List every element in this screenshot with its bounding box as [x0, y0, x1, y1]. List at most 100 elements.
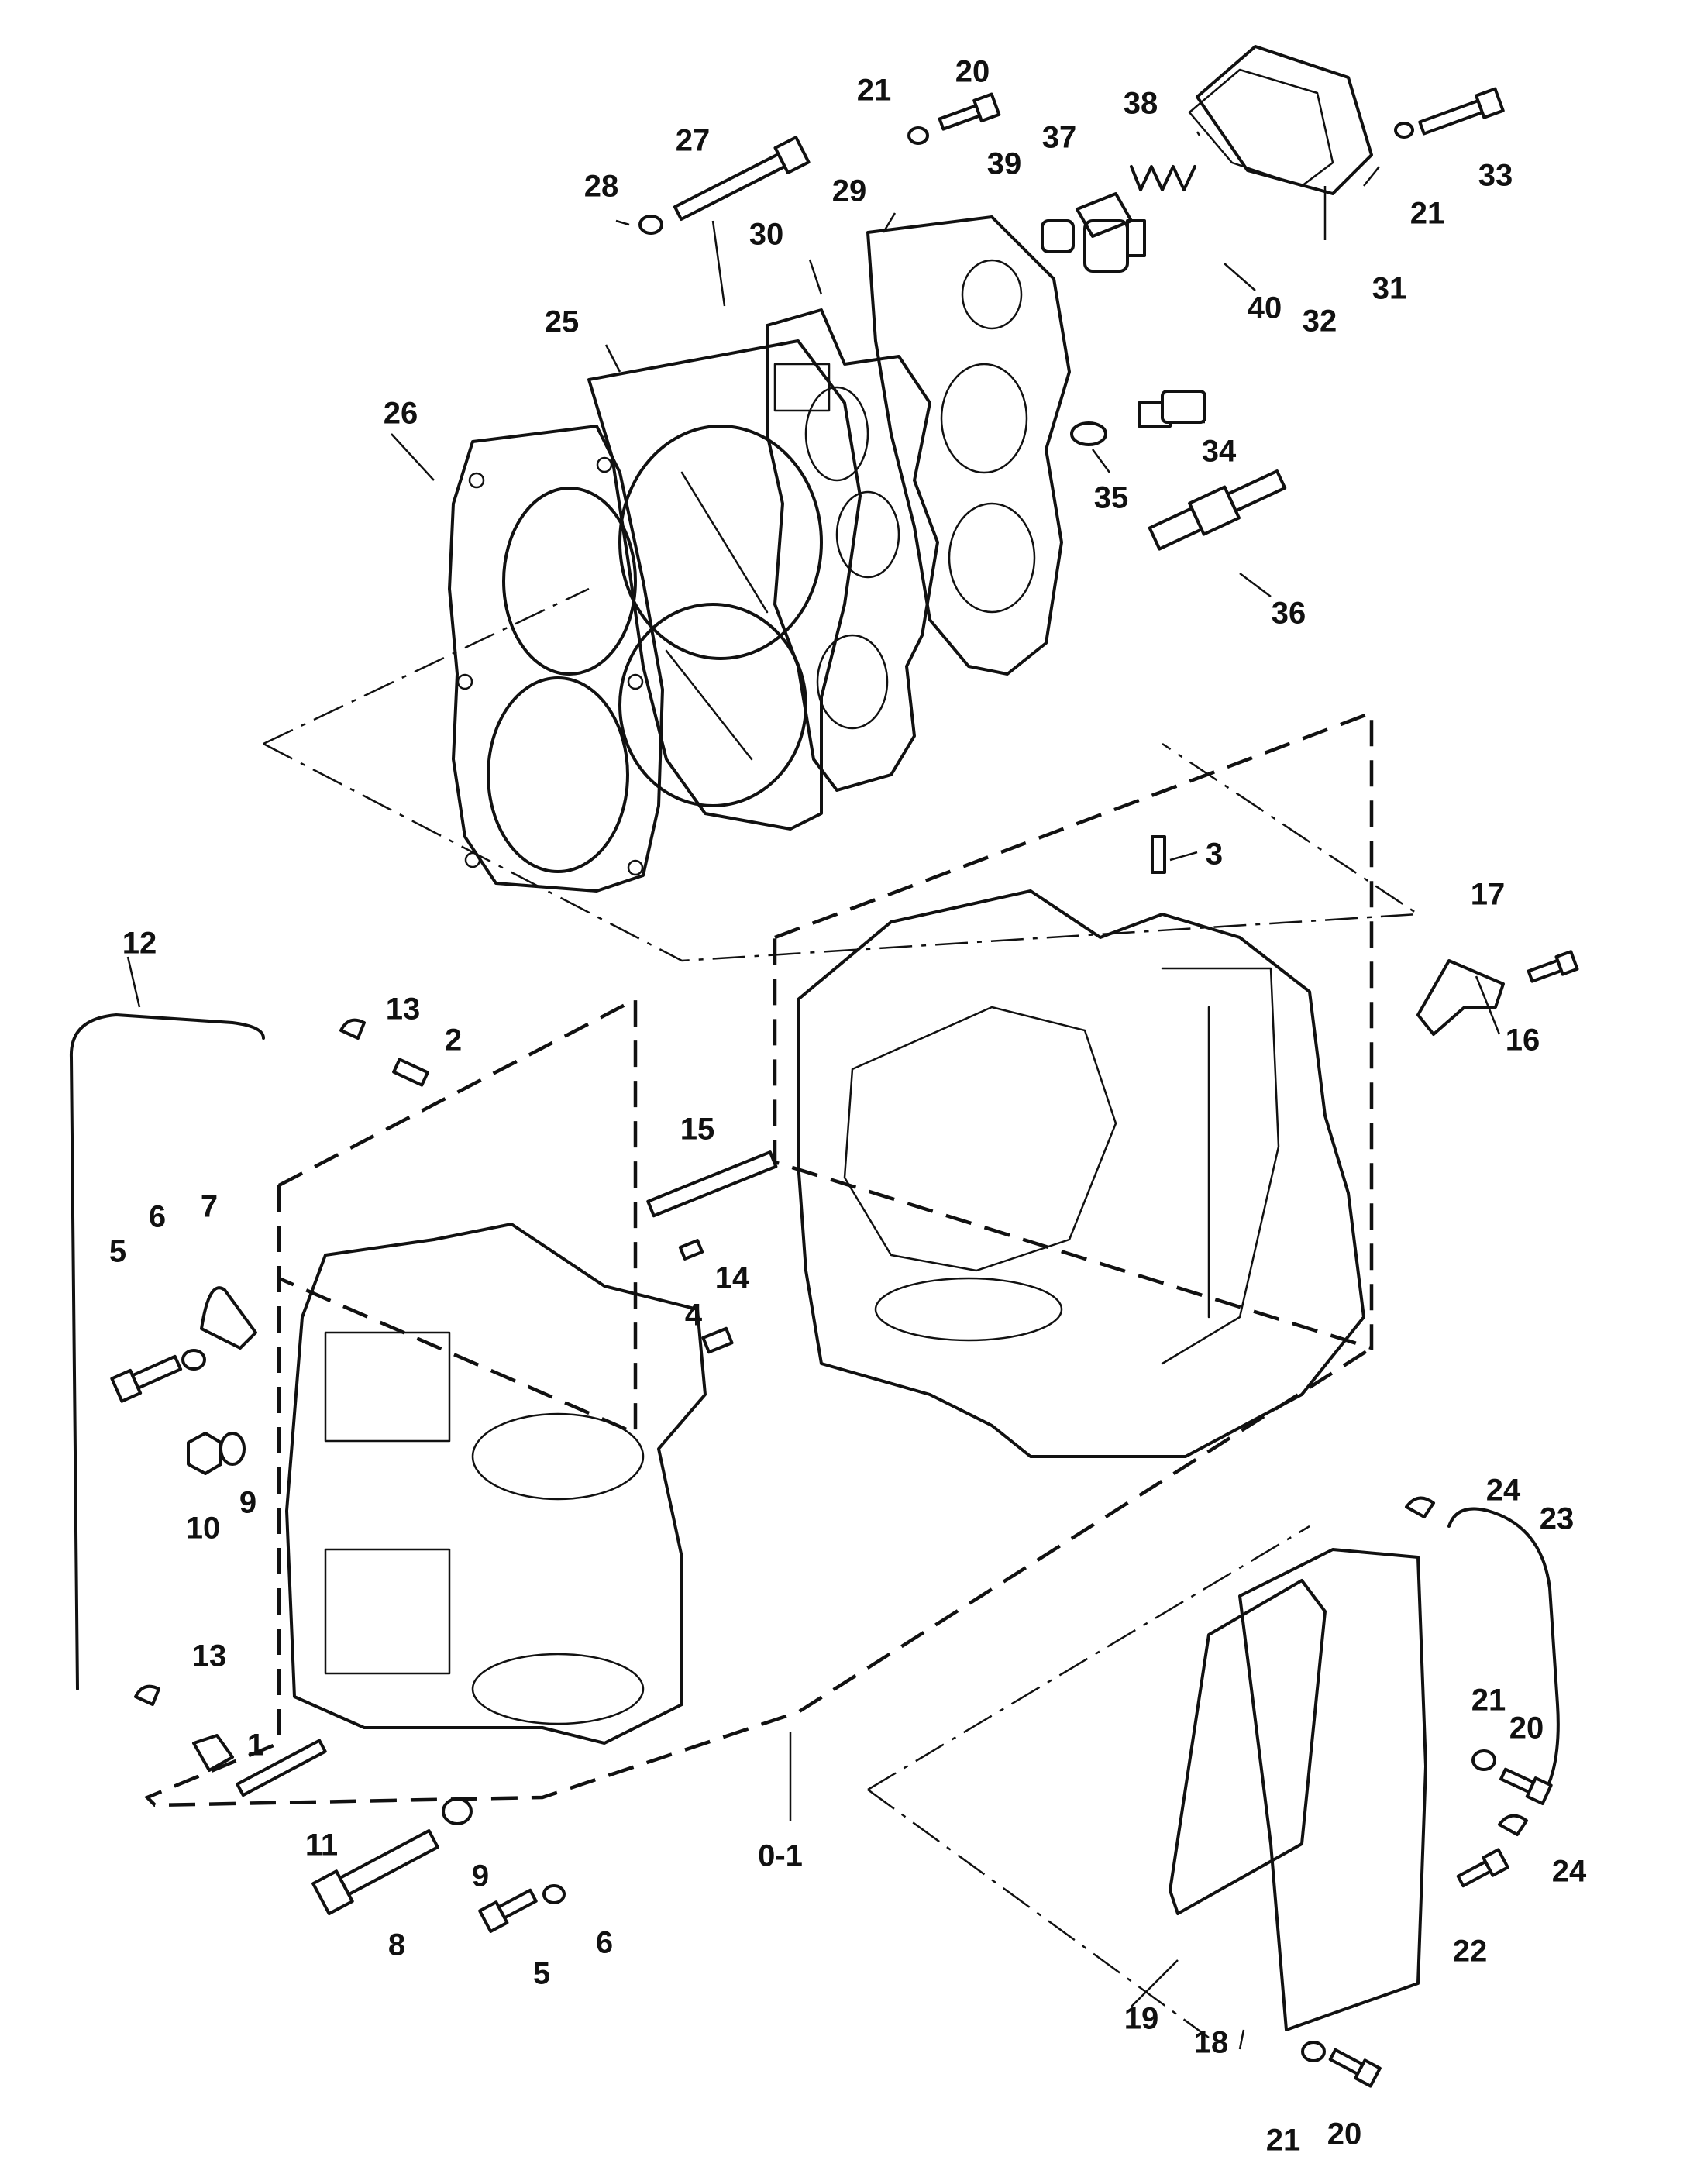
screw: [1418, 87, 1505, 136]
water-jacket-gasket: [766, 308, 939, 792]
callout-40: 40: [1248, 291, 1282, 325]
dowel-pin: [1151, 835, 1166, 874]
thermostat-assembly: [1041, 45, 1373, 273]
callout-0-1: 0-1: [758, 1839, 803, 1873]
callout-2: 2: [445, 1023, 462, 1058]
hose-clamp: [339, 1018, 366, 1040]
thermostat-cover: [1196, 45, 1373, 195]
callout-37: 37: [1042, 121, 1077, 155]
callout-13b: 13: [192, 1639, 227, 1673]
washer: [181, 1349, 206, 1371]
callout-30: 30: [749, 218, 784, 252]
crankcase-cover: [797, 889, 1365, 1458]
stud: [646, 1150, 778, 1218]
callout-39: 39: [987, 147, 1022, 181]
drain-plug: [1138, 390, 1206, 428]
poppet-plug: [1083, 219, 1129, 273]
callout-24a: 24: [1486, 1474, 1521, 1508]
callout-36: 36: [1272, 597, 1306, 631]
screw: [938, 92, 1001, 131]
callout-34: 34: [1202, 435, 1237, 469]
crankcase-block: [285, 1223, 707, 1745]
stud: [236, 1739, 327, 1797]
callout-6a: 6: [149, 1200, 166, 1234]
callout-20a: 20: [955, 55, 990, 89]
thermostat-gasket: [1188, 68, 1334, 187]
callout-6b: 6: [596, 1926, 613, 1960]
clamp: [200, 1286, 257, 1350]
callout-27: 27: [676, 124, 711, 158]
callout-12: 12: [122, 927, 157, 961]
screw: [1499, 1767, 1553, 1805]
washer: [1301, 2041, 1326, 2062]
cylinder-head-gasket: [448, 425, 664, 893]
cylinder-block: [587, 339, 862, 831]
callout-9b: 9: [472, 1859, 489, 1893]
callout-3: 3: [1206, 837, 1223, 872]
dowel-pin: [392, 1058, 429, 1087]
bolt: [311, 1829, 439, 1916]
spark-plug: [1148, 469, 1287, 551]
screw: [1328, 2048, 1382, 2088]
water-hose: [1447, 1507, 1560, 1799]
callout-labels: 1 2 3 4 5 5 6 6 7 8 9 9 10 11 12 13 13 1…: [109, 55, 1587, 2158]
callout-20b: 20: [1509, 1711, 1544, 1745]
washer: [442, 1797, 473, 1825]
callout-29: 29: [832, 174, 867, 208]
top-fasteners: [638, 87, 1505, 551]
callout-32: 32: [1303, 304, 1337, 339]
hose-clamp: [134, 1684, 160, 1706]
thermostat-seal: [1041, 219, 1075, 253]
screw: [478, 1888, 538, 1933]
dowel-pin: [701, 1326, 734, 1354]
nut: [187, 1432, 222, 1475]
assembly-boundary-lines: [144, 587, 1421, 2039]
callout-31: 31: [1372, 272, 1407, 306]
callout-22: 22: [1453, 1935, 1488, 1969]
bracket: [1416, 959, 1505, 1036]
cylinder-head-cover: [866, 215, 1071, 676]
callout-38: 38: [1124, 87, 1158, 121]
callout-21a: 21: [857, 74, 892, 108]
callout-21b: 21: [1410, 197, 1445, 231]
head-bolt: [673, 136, 811, 222]
callout-7: 7: [201, 1190, 218, 1224]
exhaust-gasket: [1169, 1579, 1327, 1915]
callout-11: 11: [305, 1828, 338, 1862]
fitting: [678, 1239, 704, 1261]
callout-9a: 9: [239, 1486, 256, 1520]
lower-fasteners: [69, 835, 1579, 2088]
washer: [638, 215, 663, 235]
callout-28: 28: [584, 170, 619, 204]
screw: [1456, 1848, 1509, 1888]
gasket-washer: [1070, 421, 1107, 446]
callout-13a: 13: [386, 992, 421, 1027]
callout-20c: 20: [1327, 2117, 1362, 2151]
callout-10: 10: [186, 1512, 221, 1546]
callout-14: 14: [715, 1261, 750, 1295]
washer: [542, 1884, 566, 1904]
callout-21d: 21: [1266, 2124, 1301, 2158]
callout-33: 33: [1478, 159, 1513, 193]
callout-24b: 24: [1552, 1855, 1587, 1889]
washer: [907, 126, 929, 145]
exhaust-cover-plate: [1169, 1548, 1427, 2031]
hose-clamp: [1498, 1814, 1528, 1836]
callout-1: 1: [247, 1728, 264, 1763]
callout-26: 26: [384, 397, 418, 431]
screw: [1527, 950, 1579, 983]
washer: [219, 1432, 246, 1466]
callout-19: 19: [1124, 2002, 1159, 2036]
callout-21c: 21: [1471, 1684, 1506, 1718]
callout-25: 25: [545, 305, 580, 339]
callout-4: 4: [685, 1298, 703, 1333]
callout-5b: 5: [533, 1957, 550, 1991]
leader-lines: [126, 131, 1501, 2050]
hose: [69, 1013, 265, 1059]
callout-5a: 5: [109, 1235, 126, 1269]
callout-18: 18: [1194, 2026, 1229, 2060]
washer: [1394, 122, 1414, 139]
hose-clamp: [1405, 1496, 1435, 1518]
callout-8: 8: [388, 1928, 405, 1962]
